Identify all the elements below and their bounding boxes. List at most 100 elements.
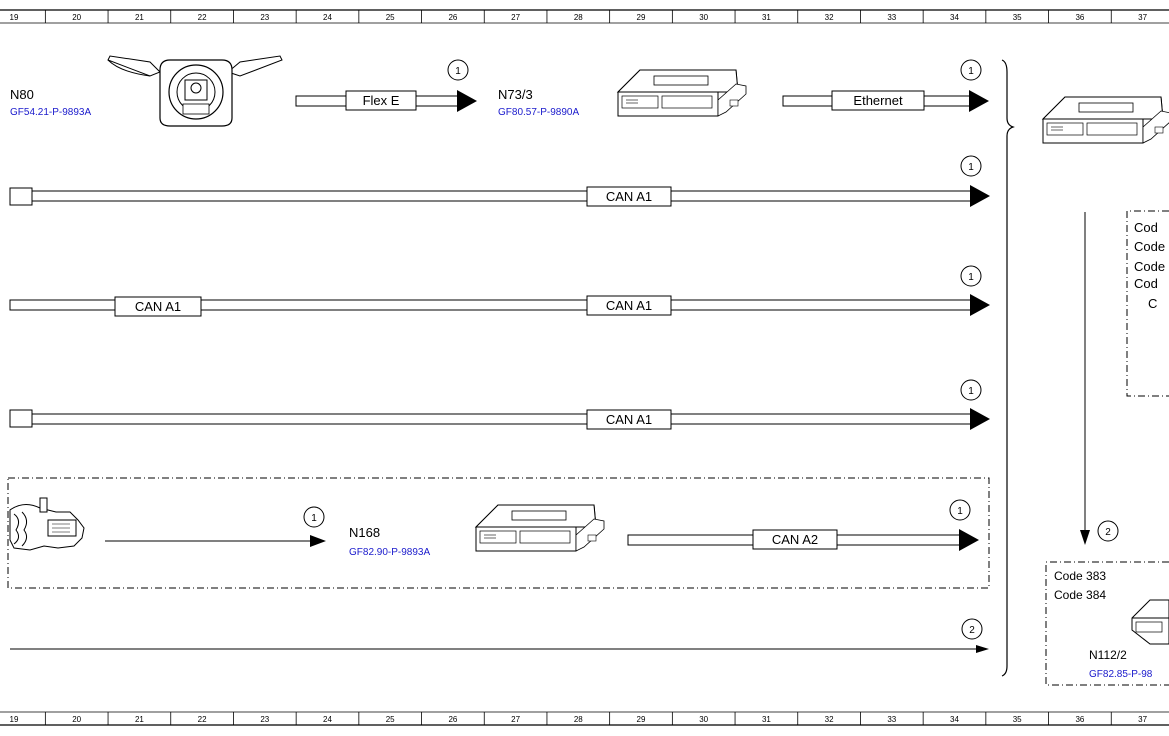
marker-2-label: 1 [968,66,974,77]
ruler-number: 30 [699,13,708,22]
ruler-number: 27 [511,715,520,724]
ruler-number: 21 [135,13,144,22]
marker-6-label: 1 [311,513,317,524]
ruler-number: 28 [574,715,583,724]
marker-7 [961,618,983,640]
code-line: Cod [1134,220,1158,235]
ruler-number: 25 [386,715,395,724]
ruler-number: 32 [825,715,834,724]
bus-group-brace [1001,59,1015,677]
code-line: Cod [1134,276,1158,291]
marker-7-label: 2 [969,625,975,636]
marker-4 [960,265,982,287]
n112-control-unit-icon [1131,599,1169,645]
marker-6b-label: 1 [957,506,963,517]
ruler-number: 23 [260,715,269,724]
ruler-number: 36 [1075,13,1084,22]
ruler-number: 23 [260,13,269,22]
marker-1-label: 1 [455,66,461,77]
n112-label: N112/2 [1089,648,1127,662]
optional-equipment-frame [7,477,990,589]
code-384-label: Code 384 [1054,588,1106,602]
ruler-number: 29 [637,715,646,724]
ethernet-label-box [831,90,925,111]
ruler-number: 34 [950,715,959,724]
ruler-number: 36 [1075,715,1084,724]
ruler-number: 35 [1013,13,1022,22]
can-a1-bus-row3 [9,408,990,430]
signal-line-n168 [105,535,326,547]
ruler-number: 22 [198,13,207,22]
n112-ref-link[interactable]: GF82.85-P-98 [1089,669,1153,680]
ruler-number: 24 [323,715,332,724]
flex-e-label: Flex E [363,93,400,108]
n168-ref-link[interactable]: GF82.90-P-9893A [349,547,430,558]
code-line: Code [1134,239,1165,254]
n80-label: N80 [10,87,34,102]
can-a2-label: CAN A2 [772,532,818,547]
can-a1-label-box [586,186,672,207]
marker-5-label: 1 [968,386,974,397]
ruler-number: 21 [135,715,144,724]
ruler-number: 26 [448,715,457,724]
marker-8-label: 2 [1105,527,1111,538]
code-frame-bottom [1045,561,1169,686]
code-383-label: Code 383 [1054,569,1106,583]
can-a1-label-box [114,296,202,317]
code-line: Code [1134,259,1165,274]
ruler-number: 32 [825,13,834,22]
ruler-number: 35 [1013,715,1022,724]
ruler-number: 33 [887,13,896,22]
ruler-number: 19 [10,13,19,22]
ruler-number: 19 [10,715,19,724]
ignition-lock-icon [9,497,85,551]
n80-ref-link[interactable]: GF54.21-P-9893A [10,107,91,118]
ruler-number: 37 [1138,715,1147,724]
central-gateway-icon [1042,96,1169,144]
arrow-down-icon [1080,530,1090,545]
ruler-number: 31 [762,715,771,724]
steering-column-module-icon [107,55,283,127]
n168-control-unit-icon [475,504,605,552]
ruler-number: 27 [511,13,520,22]
marker-2 [960,59,982,81]
ruler-number: 26 [448,13,457,22]
ruler-number: 31 [762,13,771,22]
ruler-number: 20 [72,715,81,724]
ruler-number: 37 [1138,13,1147,22]
bottom-ruler: 19 20 21 22 23 24 25 26 27 28 29 30 31 32 33 34 35 36 37 [0,711,1169,726]
marker-1 [447,59,469,81]
ruler-number: 29 [637,13,646,22]
top-ruler: 19 20 21 22 23 24 25 26 27 28 29 30 31 32 33 34 35 36 37 [0,9,1169,24]
ruler-number: 30 [699,715,708,724]
can-a2-label-box [752,529,838,550]
marker-6b [949,499,971,521]
can-a1-label: CAN A1 [606,189,652,204]
marker-3 [960,155,982,177]
marker-3-label: 1 [968,162,974,173]
ruler-number: 22 [198,715,207,724]
flex-e-label-box [345,90,417,111]
code-line: C [1148,296,1157,311]
marker-4-label: 1 [968,272,974,283]
signal-line-row6 [10,645,989,653]
ruler-number: 28 [574,13,583,22]
marker-6 [303,506,325,528]
can-a1-label-box [586,409,672,430]
ruler-number: 20 [72,13,81,22]
code-frame-right [1126,210,1169,397]
can-a1-label: CAN A1 [606,298,652,313]
marker-8 [1097,520,1119,542]
can-a1-label-box [586,295,672,316]
n73-ref-link[interactable]: GF80.57-P-9890A [498,107,579,118]
n168-label: N168 [349,525,380,540]
can-a1-label: CAN A1 [606,412,652,427]
n73-label: N73/3 [498,87,533,102]
ruler-number: 34 [950,13,959,22]
n73-control-unit-icon [617,69,747,117]
ruler-number: 33 [887,715,896,724]
ruler-number: 24 [323,13,332,22]
ruler-number: 25 [386,13,395,22]
ethernet-label: Ethernet [853,93,903,108]
